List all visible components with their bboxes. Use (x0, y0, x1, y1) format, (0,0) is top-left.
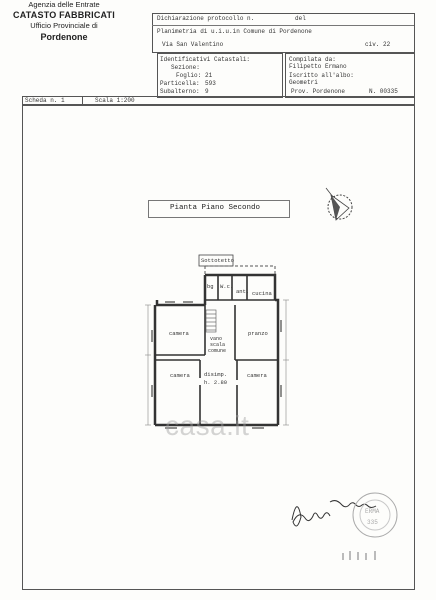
plan-title: Pianta Piano Secondo (170, 204, 261, 212)
ufficio-city: Pordenone (40, 32, 88, 42)
north-arrow-icon (325, 187, 353, 221)
scheda-label: Scheda n. 1 (25, 97, 65, 104)
drawing-frame (22, 104, 415, 590)
subalterno-value: 9 (205, 88, 209, 95)
room-bagno: bg (207, 283, 214, 290)
subalterno-label: Subalterno: (160, 88, 200, 95)
identificativi-title: Identificativi Catastali: (160, 56, 251, 63)
iscritto-label: Iscritto all'albo: (289, 72, 354, 79)
room-ant: ant. (236, 288, 250, 295)
watermark: casa.it (165, 410, 250, 441)
header-divider (152, 25, 414, 26)
room-camera-top: camera (169, 330, 189, 337)
agency-block: Agenzia delle Entrate CATASTO FABBRICATI… (0, 0, 128, 42)
room-camera-bottom-right: camera (247, 372, 267, 379)
particella-label: Particella: (160, 80, 200, 87)
room-vano: vano (210, 336, 223, 342)
svg-text:335: 335 (367, 519, 378, 526)
civ-label: civ. 22 (365, 41, 391, 48)
ufficio-label: Ufficio Provinciale di (30, 21, 98, 30)
agency-name: Agenzia delle Entrate (28, 0, 100, 9)
foglio-label: Foglio: (176, 72, 202, 79)
via-label: Via San Valentino (162, 41, 224, 48)
scala-label: Scala 1:200 (95, 97, 135, 104)
scheda-divider (82, 96, 83, 105)
compilata-title: Compilata da: (289, 56, 336, 63)
particella-value: 593 (205, 80, 216, 87)
planimetria-label: Planimetria di u.i.u.in Comune di Porden… (157, 28, 312, 35)
albo-value: Geometri (289, 79, 318, 86)
numero-label: N. 00335 (369, 88, 398, 95)
plan-title-box (148, 200, 290, 218)
room-scala: scala (210, 342, 226, 348)
room-wc: W.c. (220, 283, 234, 290)
room-sottotetto: Sottotetto (201, 257, 235, 264)
header-box (152, 13, 415, 53)
dichiarazione-label: Dichiarazione protocollo n. (157, 15, 255, 22)
foglio-value: 21 (205, 72, 213, 79)
room-cucina: cucina (252, 290, 272, 297)
room-pranzo: pranzo (248, 330, 268, 337)
room-height: h. 2.80 (204, 379, 228, 386)
room-comune: comune (208, 348, 227, 354)
compilata-name: Filipetto Ermano (289, 63, 347, 70)
scheda-row (22, 96, 415, 106)
prov-label: Prov. Pordenone (291, 88, 346, 95)
signature-icon (291, 500, 377, 527)
sezione-label: Sezione: (171, 64, 200, 71)
stamp-icon: ERMA 335 (352, 492, 398, 538)
room-camera-bottom-left: camera (170, 372, 190, 379)
compilata-box (285, 53, 415, 98)
catasto-title: CATASTO FABBRICATI (13, 10, 115, 20)
svg-text:ERMA: ERMA (365, 508, 380, 515)
del-label: del (295, 15, 306, 22)
room-disimpegno: disimp. (204, 371, 228, 378)
identificativi-box (157, 53, 283, 98)
